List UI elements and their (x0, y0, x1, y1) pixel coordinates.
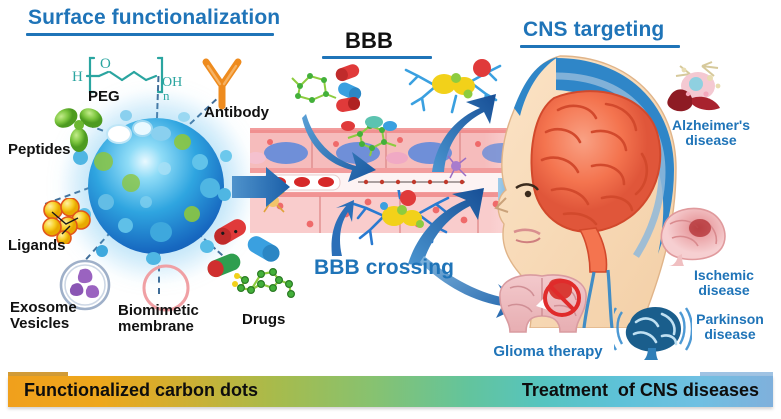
nanoparticle-cluster-left (291, 64, 362, 112)
title-cns-underline (520, 45, 680, 48)
neuron-uptake-top (404, 59, 502, 114)
arrow-bbb-crossing-up (408, 188, 484, 266)
title-bbb: BBB (345, 28, 393, 53)
neuron-uptake-bottom (352, 190, 450, 246)
peptides-icon (54, 108, 103, 152)
alzheimers-icon (667, 61, 721, 112)
svg-text:n: n (163, 88, 170, 103)
label-biomimetic-membrane: Biomimetic membrane (118, 302, 199, 336)
label-alzheimers-disease: Alzheimer's disease (671, 117, 751, 149)
head-with-brain-illustration (494, 55, 677, 328)
title-bbb-underline (322, 56, 432, 59)
carbon-dot-satellite (220, 150, 232, 162)
label-ligands: Ligands (8, 237, 66, 254)
carbon-dot-satellite (178, 112, 190, 122)
ischemic-disease-icon (660, 207, 726, 266)
label-exosome-vesicles: Exosome Vesicles (10, 299, 77, 333)
carbon-dot-satellite (73, 150, 88, 165)
carbon-dot-satellite (218, 188, 231, 201)
carbon-dot-satellite (96, 245, 108, 257)
exosome-vesicles-icon (59, 259, 111, 311)
ligands-icon (42, 198, 91, 244)
svg-text:OH: OH (162, 75, 182, 90)
title-cns-targeting: CNS targeting (523, 18, 665, 41)
carbon-dot-satellite (120, 110, 132, 121)
label-peptides: Peptides (8, 141, 71, 158)
banner-shadow-right (700, 372, 773, 377)
label-ischemic-disease: Ischemic disease (694, 267, 754, 299)
antibody-icon (202, 58, 242, 110)
svg-text:H: H (72, 69, 83, 85)
arrow-bbb-crossing-small (331, 200, 354, 256)
arrow-cross-out-top (432, 94, 496, 172)
label-peg: PEG (88, 88, 120, 105)
title-surface-functionalization: Surface functionalization (28, 6, 281, 29)
label-parkinson-disease: Parkinson disease (696, 311, 764, 343)
peg-structure-icon: H O OH n (72, 56, 182, 103)
arrow-dot-to-bbb (232, 167, 290, 207)
carbon-dot-satellite (146, 252, 161, 265)
arrow-head-to-glioma (420, 256, 526, 318)
label-bbb-crossing: BBB crossing (314, 256, 455, 279)
title-surface-underline (26, 33, 274, 36)
label-antibody: Antibody (204, 104, 269, 121)
label-glioma-therapy: Glioma therapy (493, 343, 603, 360)
parkinson-disease-icon (614, 307, 692, 360)
nanoparticle-crossing-top (341, 116, 397, 157)
drugs-icon (207, 219, 295, 298)
carbon-dot-core (88, 118, 224, 254)
summary-banner: Functionalized carbon dots Treatment of … (8, 376, 773, 407)
arrow-cross-in (302, 114, 376, 182)
biomimetic-membrane-icon (142, 264, 190, 312)
svg-text:O: O (100, 56, 111, 72)
banner-right-text: Treatment of CNS diseases (521, 380, 759, 400)
banner-left-text: Functionalized carbon dots (24, 380, 259, 400)
label-drugs: Drugs (242, 311, 286, 328)
banner-shadow-left (8, 372, 68, 377)
carbon-dot-satellite (200, 240, 214, 253)
glioma-therapy-icon (499, 274, 587, 333)
